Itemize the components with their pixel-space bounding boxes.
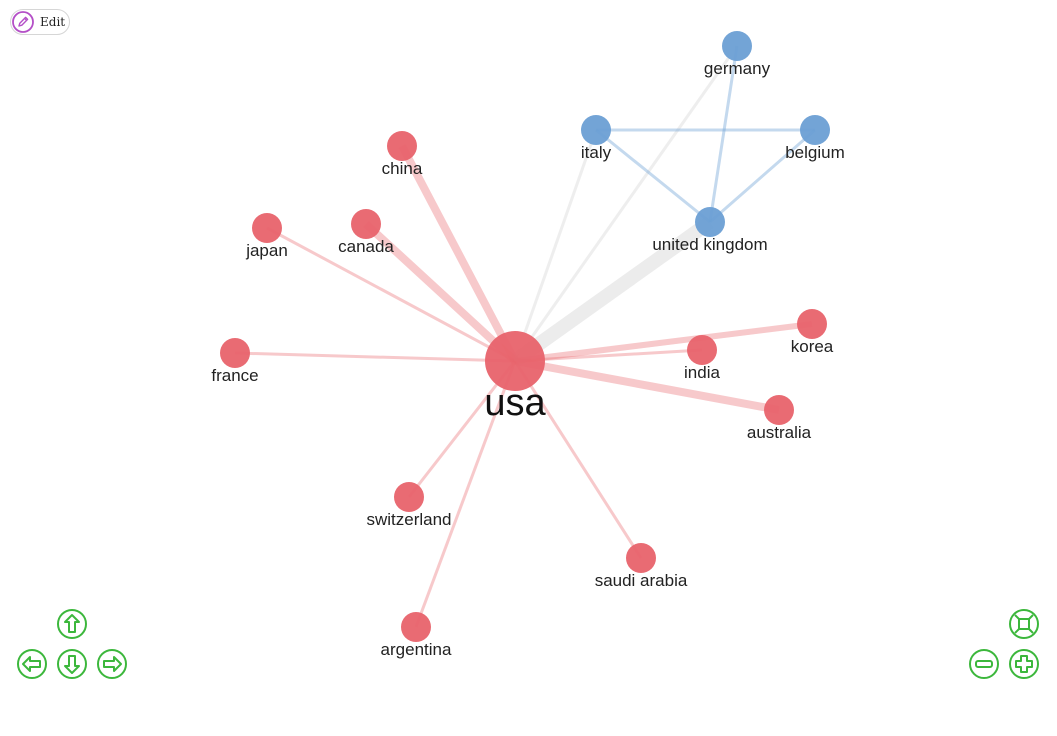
node-label: australia (747, 423, 812, 442)
node-label: china (382, 159, 423, 178)
node-circle[interactable] (687, 335, 717, 365)
node-circle[interactable] (800, 115, 830, 145)
edit-label: Edit (40, 15, 66, 29)
node-italy[interactable]: italy (581, 115, 612, 162)
node-china[interactable]: china (382, 131, 423, 178)
edge-usa-japan[interactable] (266, 226, 516, 363)
node-label: japan (245, 241, 288, 260)
node-circle[interactable] (394, 482, 424, 512)
edge-usa-germany[interactable] (513, 45, 739, 362)
zoom-in-icon[interactable] (1008, 648, 1040, 680)
edge-usa-india[interactable] (514, 348, 703, 363)
node-australia[interactable]: australia (747, 395, 812, 442)
node-label: belgium (785, 143, 845, 162)
edge-usa-italy[interactable] (513, 129, 598, 362)
node-label: india (684, 363, 720, 382)
node-label: switzerland (366, 510, 451, 529)
node-circle[interactable] (764, 395, 794, 425)
node-canada[interactable]: canada (338, 209, 394, 256)
edge-usa-saudi_arabia[interactable] (513, 360, 643, 559)
edge-usa-argentina[interactable] (414, 360, 517, 628)
node-japan[interactable]: japan (245, 213, 288, 260)
node-circle[interactable] (401, 612, 431, 642)
arrow-left-icon[interactable] (16, 648, 48, 680)
node-circle[interactable] (695, 207, 725, 237)
edge-belgium-united_kingdom[interactable] (709, 128, 816, 224)
node-circle[interactable] (797, 309, 827, 339)
pencil-icon (12, 11, 34, 33)
node-circle[interactable] (485, 331, 545, 391)
node-circle[interactable] (387, 131, 417, 161)
node-label: france (211, 366, 258, 385)
arrow-right-icon[interactable] (96, 648, 128, 680)
edge-usa-australia[interactable] (514, 357, 780, 414)
edge-usa-korea[interactable] (514, 321, 813, 364)
arrow-down-icon[interactable] (56, 648, 88, 680)
node-circle[interactable] (626, 543, 656, 573)
node-usa[interactable]: usa (484, 331, 546, 424)
node-label: canada (338, 237, 394, 256)
node-label: saudi arabia (595, 571, 688, 590)
edges-layer (234, 45, 816, 628)
node-circle[interactable] (220, 338, 250, 368)
node-circle[interactable] (252, 213, 282, 243)
node-united_kingdom[interactable]: united kingdom (652, 207, 768, 254)
node-switzerland[interactable]: switzerland (366, 482, 452, 529)
edge-italy-united_kingdom[interactable] (595, 128, 711, 224)
node-germany[interactable]: germany (704, 31, 771, 78)
node-argentina[interactable]: argentina (381, 612, 452, 659)
node-saudi_arabia[interactable]: saudi arabia (595, 543, 688, 590)
node-korea[interactable]: korea (791, 309, 834, 356)
edge-usa-china[interactable] (398, 144, 519, 363)
node-india[interactable]: india (684, 335, 721, 382)
node-circle[interactable] (581, 115, 611, 145)
nodes-layer: usa china japan canada france india korea austr… (211, 31, 845, 659)
zoom-extends-icon[interactable] (1008, 608, 1040, 640)
node-circle[interactable] (722, 31, 752, 61)
node-label: united kingdom (652, 235, 767, 254)
node-circle[interactable] (351, 209, 381, 239)
node-label: korea (791, 337, 834, 356)
node-label: usa (484, 382, 546, 424)
node-label: argentina (381, 640, 452, 659)
edge-usa-united_kingdom[interactable] (510, 216, 715, 367)
edit-button[interactable]: Edit (10, 9, 70, 35)
edge-germany-united_kingdom[interactable] (708, 45, 739, 223)
edge-usa-france[interactable] (234, 351, 516, 363)
zoom-out-icon[interactable] (968, 648, 1000, 680)
node-label: italy (581, 143, 612, 162)
node-france[interactable]: france (211, 338, 259, 385)
node-label: germany (704, 59, 771, 78)
edge-usa-canada[interactable] (363, 221, 518, 364)
node-belgium[interactable]: belgium (785, 115, 845, 162)
arrow-up-icon[interactable] (56, 608, 88, 640)
